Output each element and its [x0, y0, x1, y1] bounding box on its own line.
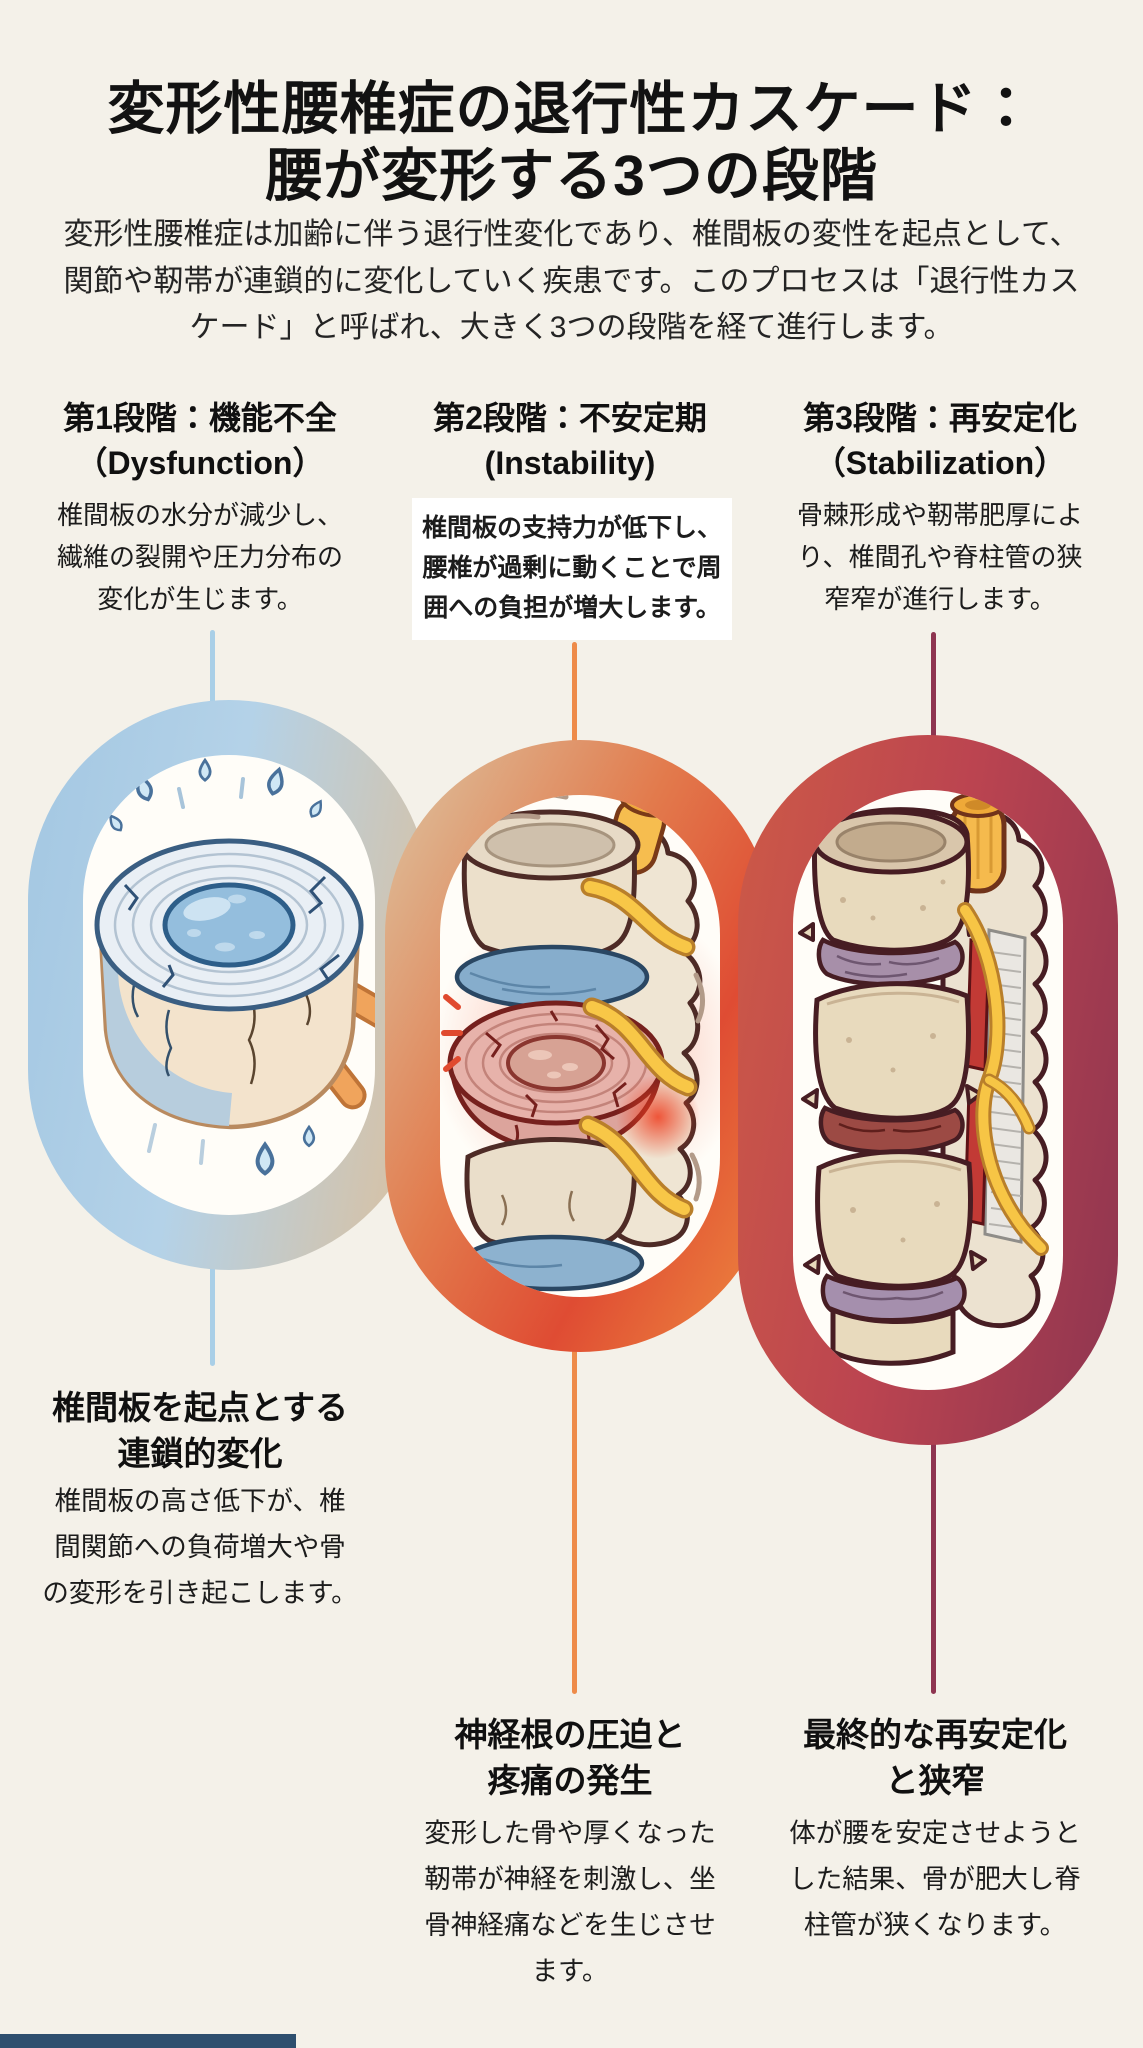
drying-cracked-disc-illustration: [94, 757, 375, 1176]
stage2-connector-bottom: [572, 1348, 577, 1694]
stage3-connector-bottom: [931, 1440, 936, 1694]
stage1-caption-body: 椎間板の高さ低下が、椎 間関節への負荷増大や骨 の変形を引き起こします。: [42, 1486, 358, 1609]
stage2-caption-body: 変形した骨や厚くなった 靭帯が神経を刺激し、坐 骨神経痛などを生じさせ ます。: [424, 1818, 716, 1987]
stage1-heading-jp: 第1段階：機能不全: [63, 400, 337, 436]
stage3-heading-en: （Stabilization）: [813, 445, 1067, 482]
stage3-caption-body: 体が腰を安定させようと した結果、骨が肥大し脊 柱管が狭くなります。: [789, 1818, 1081, 1941]
stage1-description: 椎間板の水分が減少し、 繊維の裂開や圧力分布の 変化が生じます。: [56, 500, 343, 615]
intro-paragraph: 変形性腰椎症は加齢に伴う退行性変化であり、椎間板の変性を起点として、 関節や靭帯…: [63, 218, 1080, 344]
stage1-connector-bottom: [210, 1264, 215, 1366]
stage2-capsule-ring: [385, 740, 775, 1352]
stage1-caption-title: 椎間板を起点とする 連鎖的変化: [51, 1389, 348, 1472]
stage3-capsule-ring: [738, 735, 1118, 1445]
stage2-caption-title: 神経根の圧迫と 疼痛の発生: [454, 1716, 686, 1799]
page-title: 変形性腰椎症の退行性カスケード： 腰が変形する3つの段階: [107, 77, 1036, 208]
stabilized-stiff-spine-stenosis-illustration: [798, 792, 1049, 1366]
stage1-illustration-area: [83, 755, 375, 1215]
stage3-heading: 第3段階：再安定化 （Stabilization）: [775, 396, 1105, 487]
stage1-capsule-ring: [28, 700, 430, 1270]
stage3-heading-jp: 第3段階：再安定化: [803, 400, 1077, 436]
stage2-description: 椎間板の支持力が低下し、 腰椎が過剰に動くことで周 囲への負担が増大します。: [412, 498, 732, 640]
footer-accent-bar: [0, 2034, 296, 2048]
stage2-heading-en: (Instability): [484, 445, 656, 482]
unstable-vertebrae-inflamed-disc-illustration: [440, 795, 720, 1292]
stage3-caption-title: 最終的な再安定化 と狭窄: [803, 1716, 1067, 1799]
stage1-connector-top: [210, 630, 215, 708]
stage2-illustration-area: [440, 795, 720, 1297]
stage3-description: 骨棘形成や靭帯肥厚によ り、椎間孔や脊柱管の狭 窄窄が進行します。: [796, 500, 1083, 615]
stage3-illustration-area: [793, 790, 1063, 1390]
stage1-heading-en: （Dysfunction）: [75, 445, 325, 482]
stage1-heading: 第1段階：機能不全 （Dysfunction）: [40, 396, 360, 487]
stage2-connector-top: [572, 642, 577, 744]
stage2-heading-jp: 第2段階：不安定期: [433, 400, 707, 436]
stage3-connector-top: [931, 632, 936, 739]
stage2-heading: 第2段階：不安定期 (Instability): [410, 396, 730, 487]
